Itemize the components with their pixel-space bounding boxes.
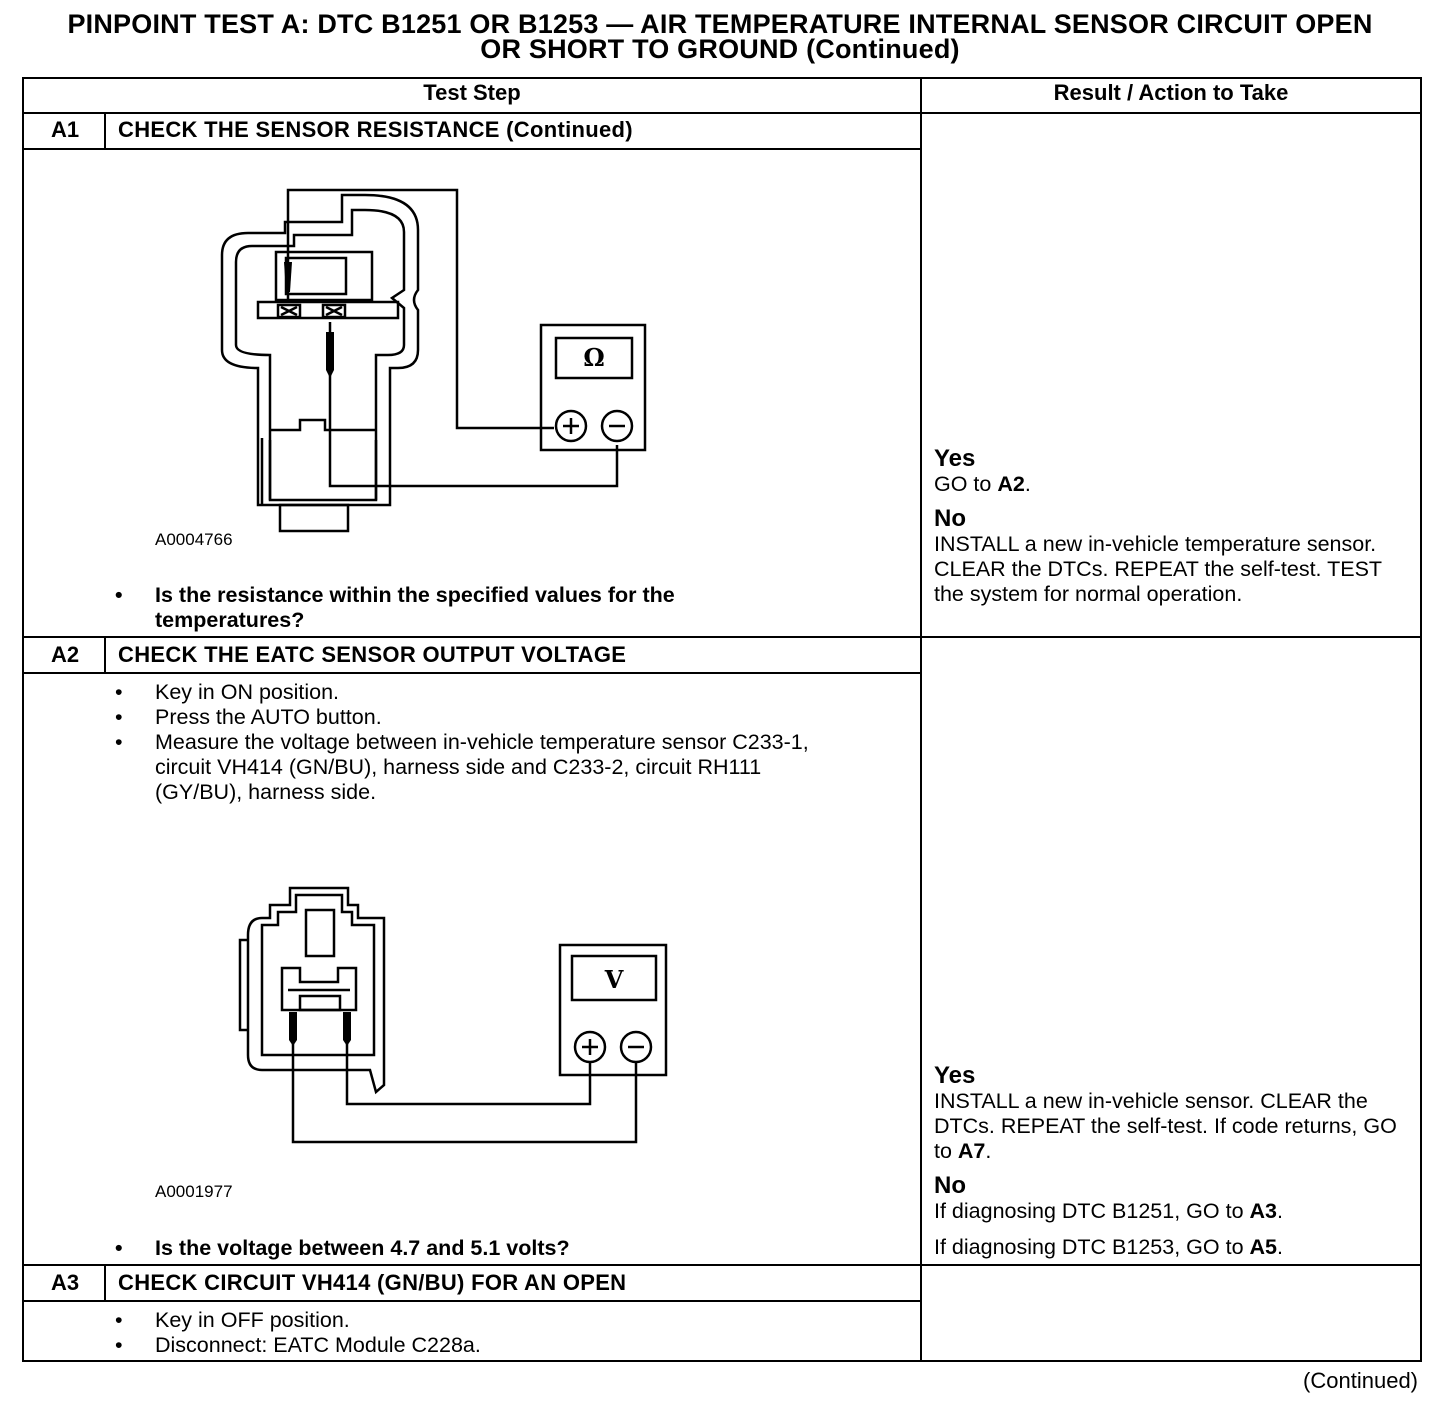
row-a1-id-divider — [104, 112, 106, 149]
row-a2-id-divider — [104, 636, 106, 673]
row-a3-id-divider — [104, 1264, 106, 1301]
a1-no-label: No — [934, 505, 966, 532]
row-a1-title-rule — [22, 148, 921, 150]
list-item: Disconnect: EATC Module C228a. — [115, 1333, 845, 1358]
step-a2-instructions: Key in ON position. Press the AUTO butto… — [115, 680, 845, 805]
step-a3-title: CHECK CIRCUIT VH414 (GN/BU) FOR AN OPEN — [118, 1270, 627, 1295]
a2-no-action-1: If diagnosing DTC B1251, GO to A3. — [934, 1199, 1414, 1224]
a2-no2-ref: A5 — [1249, 1235, 1277, 1259]
step-a2-question-list: Is the voltage between 4.7 and 5.1 volts… — [115, 1236, 815, 1261]
step-a2-id: A2 — [50, 642, 80, 667]
a2-no1-ref: A3 — [1249, 1199, 1277, 1223]
figure-id-a1: A0004766 — [155, 530, 233, 549]
step-a1-result: Yes GO to A2. No INSTALL a new in-vehicl… — [934, 445, 1414, 607]
title-line-1: PINPOINT TEST A: DTC B1251 OR B1253 — AI… — [67, 9, 1373, 39]
a2-no1-text: If diagnosing DTC B1251, GO to — [934, 1199, 1250, 1223]
title-line-2: OR SHORT TO GROUND (Continued) — [480, 34, 960, 64]
a2-yes-label: Yes — [934, 1062, 976, 1089]
a1-yes-ref: A2 — [997, 472, 1025, 496]
step-a2-result: Yes INSTALL a new in-vehicle sensor. CLE… — [934, 1062, 1414, 1260]
a2-no2-dot: . — [1276, 1235, 1283, 1259]
list-item: Press the AUTO button. — [115, 705, 845, 730]
continued-note: (Continued) — [1303, 1368, 1418, 1393]
a2-no2-text: If diagnosing DTC B1253, GO to — [934, 1235, 1250, 1259]
figure-id-a2: A0001977 — [155, 1182, 233, 1201]
step-a2-question: Is the voltage between 4.7 and 5.1 volts… — [115, 1236, 815, 1261]
volt-symbol: V — [604, 965, 624, 994]
a1-no-action: INSTALL a new in-vehicle temperature sen… — [934, 532, 1382, 606]
step-a3-instructions: Key in OFF position. Disconnect: EATC Mo… — [115, 1308, 845, 1358]
a2-no-action-2: If diagnosing DTC B1253, GO to A5. — [934, 1235, 1414, 1260]
list-item: Measure the voltage between in-vehicle t… — [115, 730, 845, 805]
header-result: Result / Action to Take — [1053, 80, 1289, 105]
a1-yes-action: GO to A2. — [934, 472, 1414, 497]
step-a1-id: A1 — [50, 117, 80, 142]
row-a2-rule — [22, 636, 1422, 638]
step-a1-question-list: Is the resistance within the specified v… — [115, 583, 815, 633]
a2-no1-dot: . — [1276, 1199, 1283, 1223]
row-a2-title-rule — [22, 672, 921, 674]
step-a2-title: CHECK THE EATC SENSOR OUTPUT VOLTAGE — [118, 642, 627, 667]
a2-yes-text: INSTALL a new in-vehicle sensor. CLEAR t… — [934, 1089, 1397, 1163]
header-test-step: Test Step — [423, 80, 521, 105]
a1-yes-post: . — [1024, 472, 1031, 496]
step-a1-title: CHECK THE SENSOR RESISTANCE (Continued) — [118, 117, 633, 142]
a2-yes-action: INSTALL a new in-vehicle sensor. CLEAR t… — [934, 1089, 1412, 1164]
step-a1-question: Is the resistance within the specified v… — [115, 583, 815, 633]
a1-yes-text: GO to — [934, 472, 998, 496]
list-item: Key in OFF position. — [115, 1308, 845, 1333]
column-divider — [920, 77, 922, 1362]
test-table — [22, 77, 1422, 1362]
list-item: Key in ON position. — [115, 680, 845, 705]
page-title: PINPOINT TEST A: DTC B1251 OR B1253 — AI… — [0, 9, 1440, 64]
a2-no-label: No — [934, 1172, 966, 1199]
header-rule — [22, 112, 1422, 114]
row-a3-title-rule — [22, 1300, 921, 1302]
step-a3-id: A3 — [50, 1270, 80, 1295]
a2-yes-ref: A7 — [957, 1139, 986, 1163]
a1-yes-label: Yes — [934, 445, 976, 472]
voltage-test-diagram: V — [238, 886, 668, 1144]
a2-yes-post: . — [985, 1139, 992, 1163]
row-a3-rule — [22, 1264, 1422, 1266]
resistance-test-diagram: Ω — [220, 188, 647, 533]
ohm-symbol: Ω — [583, 343, 604, 372]
